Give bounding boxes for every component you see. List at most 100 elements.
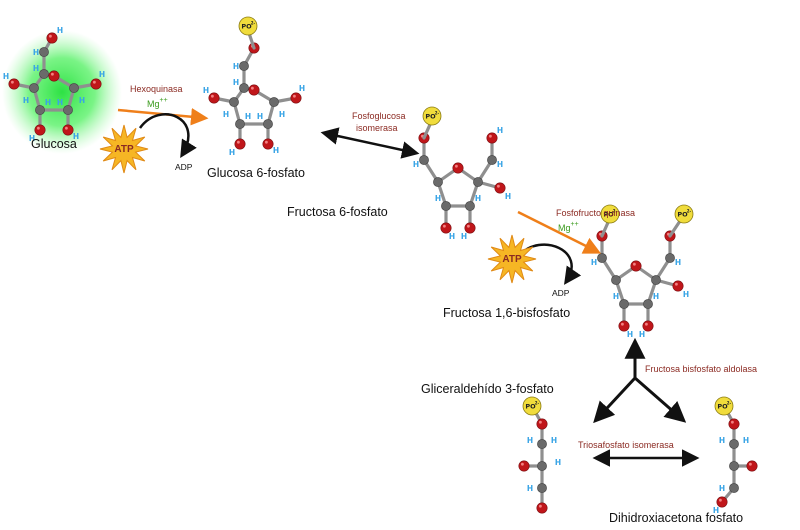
label-gliceraldehido-3-fosfato: Gliceraldehído 3-fosfato — [421, 382, 554, 396]
hydrogen-atom: H — [475, 194, 481, 203]
phosphate-label: PO — [677, 211, 688, 219]
carbon-atom — [665, 253, 675, 263]
hydrogen-atom: H — [449, 232, 455, 241]
oxygen-atom — [208, 92, 220, 104]
phosphate-group — [238, 16, 258, 36]
cofactor-mg-1: Mg++ — [147, 97, 168, 109]
oxygen-atom — [290, 92, 302, 104]
oxygen-atom — [248, 84, 260, 96]
atom-highlight — [749, 462, 752, 466]
isomerasa-double-headed-arrow-icon — [320, 127, 420, 159]
adp-label-1: ADP — [175, 162, 193, 172]
hydrogen-atom: H — [413, 160, 419, 169]
cofactor-mg-2: Mg++ — [558, 221, 579, 233]
carbon-atom — [729, 483, 739, 493]
oxygen-atom — [494, 182, 506, 194]
atom-highlight — [265, 140, 268, 144]
hydrogen-atom: H — [257, 112, 263, 121]
hydrogen-atom: H — [233, 78, 239, 87]
carbon-atom — [537, 483, 547, 493]
oxygen-atom — [90, 78, 102, 90]
hydrogen-atom: H — [33, 64, 39, 73]
carbon-atom — [229, 97, 239, 107]
phosphate-charge: 2- — [613, 209, 618, 214]
hydrogen-atom: H — [713, 506, 719, 515]
enzyme-isomerasa: isomerasa — [356, 123, 398, 133]
atom-highlight — [37, 126, 40, 130]
hydrogen-atom: H — [233, 62, 239, 71]
label-glucosa-6-fosfato: Glucosa 6-fosfato — [207, 166, 305, 180]
carbon-atom — [419, 155, 429, 165]
carbon-atom — [619, 299, 629, 309]
oxygen-atom — [8, 78, 20, 90]
atom-highlight — [455, 164, 458, 168]
carbon-atom — [537, 461, 547, 471]
phosphate-charge: 2- — [435, 111, 440, 116]
oxygen-atom — [486, 132, 498, 144]
phosphate-charge: 2- — [251, 21, 256, 26]
hydrogen-atom: H — [29, 134, 35, 143]
carbon-atom — [239, 61, 249, 71]
atom-highlight — [497, 184, 500, 188]
oxygen-atom — [452, 162, 464, 174]
oxygen-atom — [62, 124, 74, 136]
carbon-atom — [729, 461, 739, 471]
atom-highlight — [539, 420, 542, 424]
hydrogen-atom: H — [245, 112, 251, 121]
hydrogen-atom: H — [435, 194, 441, 203]
atp-label-2: ATP — [502, 254, 522, 265]
hydrogen-atom: H — [551, 436, 557, 445]
hydrogen-atom: H — [497, 126, 503, 135]
hydrogen-atom: H — [675, 258, 681, 267]
hydrogen-atom: H — [57, 98, 63, 107]
phosphate-label: PO — [241, 23, 252, 31]
atom-highlight — [621, 322, 624, 326]
phosphate-label: PO — [525, 403, 536, 411]
label-glucosa: Glucosa — [31, 137, 77, 151]
atom-highlight — [65, 126, 68, 130]
hydrogen-atom: H — [203, 86, 209, 95]
oxygen-atom — [536, 418, 548, 430]
oxygen-atom — [46, 32, 58, 44]
hydrogen-atom: H — [3, 72, 9, 81]
oxygen-atom — [262, 138, 274, 150]
carbon-atom — [29, 83, 39, 93]
oxygen-atom — [672, 280, 684, 292]
hydrogen-atom: H — [613, 292, 619, 301]
enzyme-fosfofructo-quinasa: Fosfofructo quinasa — [556, 208, 635, 218]
phosphate-group — [714, 396, 734, 416]
label-fructosa-6-fosfato: Fructosa 6-fosfato — [287, 205, 388, 219]
carbon-atom — [611, 275, 621, 285]
enzyme-fosfoglucosa: Fosfoglucosa — [352, 111, 406, 121]
carbon-atom — [473, 177, 483, 187]
oxygen-atom — [746, 460, 758, 472]
carbon-atom — [433, 177, 443, 187]
oxygen-atom — [234, 138, 246, 150]
carbon-atom — [35, 105, 45, 115]
label-fructosa-1-6-bisfosfato: Fructosa 1,6-bisfosfato — [443, 306, 570, 320]
atp-label-1: ATP — [114, 144, 134, 155]
atom-highlight — [237, 140, 240, 144]
phosphate-charge: 2- — [535, 401, 540, 406]
phosphate-label: PO — [717, 403, 728, 411]
hydrogen-atom: H — [653, 292, 659, 301]
atom-highlight — [443, 224, 446, 228]
phosphate-charge: 2- — [687, 209, 692, 214]
fosfofructo-reaction-arrow — [517, 210, 602, 254]
hydrogen-atom: H — [273, 146, 279, 155]
oxygen-atom — [630, 260, 642, 272]
hydrogen-atom: H — [743, 436, 749, 445]
carbon-atom — [487, 155, 497, 165]
hydrogen-atom: H — [527, 484, 533, 493]
hydrogen-atom: H — [23, 96, 29, 105]
carbon-atom — [69, 83, 79, 93]
atp-starburst-icon-1: ATP — [99, 124, 149, 174]
atom-highlight — [489, 134, 492, 138]
phosphate-group — [600, 204, 620, 224]
carbon-atom — [651, 275, 661, 285]
enzyme-aldolasa: Fructosa bisfosfato aldolasa — [645, 364, 757, 374]
hydrogen-atom: H — [497, 160, 503, 169]
